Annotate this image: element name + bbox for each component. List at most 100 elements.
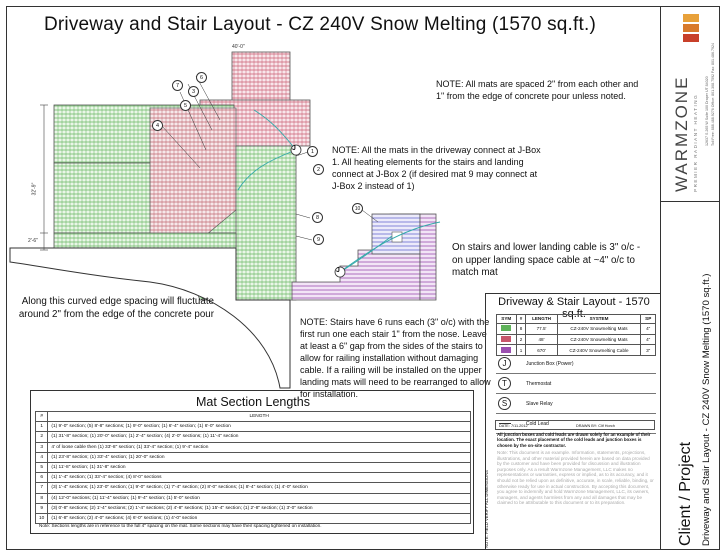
legend-thermostat: T Thermostat (496, 374, 656, 394)
field-verify-note: NOTE: FIELD VERIFY ALL DIMENSIONS (484, 470, 489, 548)
table-row: 5(1) 11'-8" section; (1) 31'-8" section (34, 461, 471, 474)
mat-length-text: (4) 12'-0" sections; (1) 11'-4" section;… (47, 492, 471, 504)
table-row: 1(1) 9'-0" section; (5) 8'-8" sections; … (34, 421, 471, 433)
warmzone-logo-icon (683, 14, 699, 44)
layout-drawing (9, 51, 441, 389)
swatch-red (496, 333, 517, 346)
mat-number: 6 (34, 472, 49, 484)
project-title: Driveway and Stair Layout - CZ 240V Snow… (701, 273, 712, 546)
client-project-label: Client / Project (677, 441, 694, 546)
mat-section-title: Mat Section Lengths (196, 395, 310, 409)
col-sym: SYM (496, 314, 517, 324)
junction-box-2 (334, 266, 346, 278)
swatch-green (496, 322, 517, 335)
table-row: 8 77.5' CZ-240V Snowmelting Mats 4" (496, 322, 656, 335)
callout-7: 7 (172, 80, 183, 91)
row-length: 670' (525, 344, 558, 357)
table-row: 7(3) 1'-4" sections; (1) 23'-0" section;… (34, 482, 471, 494)
table-row: 2 48' CZ-240V Snowmelting Mats 4" (496, 333, 656, 346)
legal-disclaimer: Note: This document is an example. Infor… (497, 450, 654, 506)
legend-slave-relay: S Slave Relay (496, 394, 656, 414)
callout-6: 6 (196, 72, 207, 83)
mat-number: 10 (34, 512, 49, 525)
mat-number: 7 (34, 482, 49, 494)
legend-label: Junction Box (Power) (526, 361, 574, 367)
table-row: 6(1) 1'-4" section; (1) 33'-4" section; … (34, 472, 471, 484)
col-length: LENGTH (47, 410, 471, 423)
drawing-date: DATE: 7/11.2012 (499, 424, 528, 428)
mat-length-text: (1) 9'-0" section; (5) 8'-8" sections; (… (47, 421, 471, 433)
company-logo-area: WARMZONE PREMIER RADIANT HEATING 12637 S… (661, 6, 719, 202)
table-row: 2(1) 31'-8" section; (1) 20'-0" section;… (34, 431, 471, 443)
junction-box-1 (290, 144, 302, 156)
stair-cable-area (291, 213, 437, 301)
cold-lead-lines (237, 109, 441, 273)
col-system: SYSTEM (556, 314, 642, 324)
company-tagline: PREMIER RADIANT HEATING (693, 93, 698, 192)
legend-label: Thermostat (526, 381, 552, 387)
table-row: 10(1) 6'-8" section; (2) 4'-0" sections;… (34, 512, 471, 525)
note-stairs-cable: On stairs and lower landing cable is 3" … (452, 242, 641, 278)
dimension-strip: 2'-6" (28, 238, 38, 244)
callout-4: 4 (152, 120, 163, 131)
title-block: WARMZONE PREMIER RADIANT HEATING 12637 S… (660, 6, 720, 550)
legend-junction-box: J Junction Box (Power) (496, 354, 656, 374)
mat-section-table: # LENGTH 1(1) 9'-0" section; (5) 8'-8" s… (34, 410, 471, 525)
mat-number: 5 (34, 461, 49, 474)
callout-1: 1 (307, 146, 318, 157)
mat-length-text: (3) 0'-8" sections; (2) 1'-4" sections; … (47, 502, 471, 514)
mat-section-footnote: Note: Sections lengths are in reference … (39, 523, 322, 528)
row-sp: 3" (640, 344, 656, 357)
col-number: # (34, 410, 49, 423)
mat-number: 2 (34, 431, 49, 443)
col-count: # (515, 314, 527, 324)
jbox-2-label: J (336, 267, 340, 274)
col-sp: SP (640, 314, 656, 324)
note-mat-spacing: NOTE: All mats are spaced 2" from each o… (436, 79, 639, 101)
page-title: Driveway and Stair Layout - CZ 240V Snow… (43, 14, 597, 35)
dimension-top: 40'-0" (232, 44, 245, 50)
drawn-by: DRAWN BY: Clif Horch (576, 424, 615, 428)
callout-5: 5 (180, 100, 191, 111)
mat-section-panel: Mat Section Lengths # LENGTH 1(1) 9'-0" … (30, 390, 474, 534)
mat-length-text: (3) 1'-4" sections; (1) 23'-0" section; … (47, 482, 471, 494)
system-table-header: SYM # LENGTH SYSTEM SP (496, 314, 656, 324)
legend-panel: Driveway & Stair Layout - 1570 sq.ft. SY… (485, 293, 661, 550)
mat-length-text: (1) 31'-8" section; (1) 20'-0" section; … (47, 431, 471, 443)
note-curved-edge: Along this curved edge spacing will fluc… (18, 296, 214, 320)
dimension-height: 32'-9" (31, 182, 38, 196)
row-count: 2 (515, 333, 527, 346)
mat-number: 9 (34, 502, 49, 514)
junction-box-icon: J (498, 357, 511, 370)
note-stairs-runs: NOTE: Stairs have 6 runs each (3" o/c) w… (300, 317, 491, 399)
junction-box-disclaimer: All junction boxes and cold leads are dr… (497, 432, 651, 448)
mat-length-text: (1) 1'-4" section; (1) 33'-4" section; (… (47, 472, 471, 484)
row-length: 77.5' (525, 322, 558, 335)
mat-length-text: (1) 11'-8" section; (1) 31'-8" section (47, 461, 471, 474)
mat-length-text: (1) 23'-8" section; (1) 33'-4" section; … (47, 451, 471, 463)
legend-cold-lead: Cold Lead (496, 414, 656, 434)
mat-number: 8 (34, 492, 49, 504)
mat-number: 1 (34, 421, 49, 433)
jbox-1-label: J (292, 145, 296, 152)
company-phone: Toll Free: 888.488.9276 Office: 801.308.… (711, 42, 715, 146)
company-address: 12637 S 265 W Suite 100 Draper UT 84020 (705, 76, 709, 146)
row-system: CZ-240V Snowmelting Cable (556, 344, 642, 357)
mat-table-header: # LENGTH (34, 410, 471, 423)
mat-number: 4 (34, 451, 49, 463)
slave-relay-icon: S (498, 397, 511, 410)
date-row: DATE: 7/11.2012 DRAWN BY: Clif Horch (495, 420, 655, 430)
company-name: WARMZONE (672, 75, 691, 192)
callout-9: 9 (313, 234, 324, 245)
note-jbox: NOTE: All the mats in the driveway conne… (332, 145, 541, 191)
row-count: 8 (515, 322, 527, 335)
table-row: 9(3) 0'-8" sections; (2) 1'-4" sections;… (34, 502, 471, 514)
col-length: LENGTH (525, 314, 558, 324)
callout-2: 2 (313, 164, 324, 175)
row-sp: 4" (640, 333, 656, 346)
legend-label: Cold Lead (526, 421, 549, 427)
thermostat-icon: T (498, 377, 511, 390)
table-row: 1 670' CZ-240V Snowmelting Cable 3" (496, 344, 656, 357)
callout-10: 10 (352, 203, 363, 214)
